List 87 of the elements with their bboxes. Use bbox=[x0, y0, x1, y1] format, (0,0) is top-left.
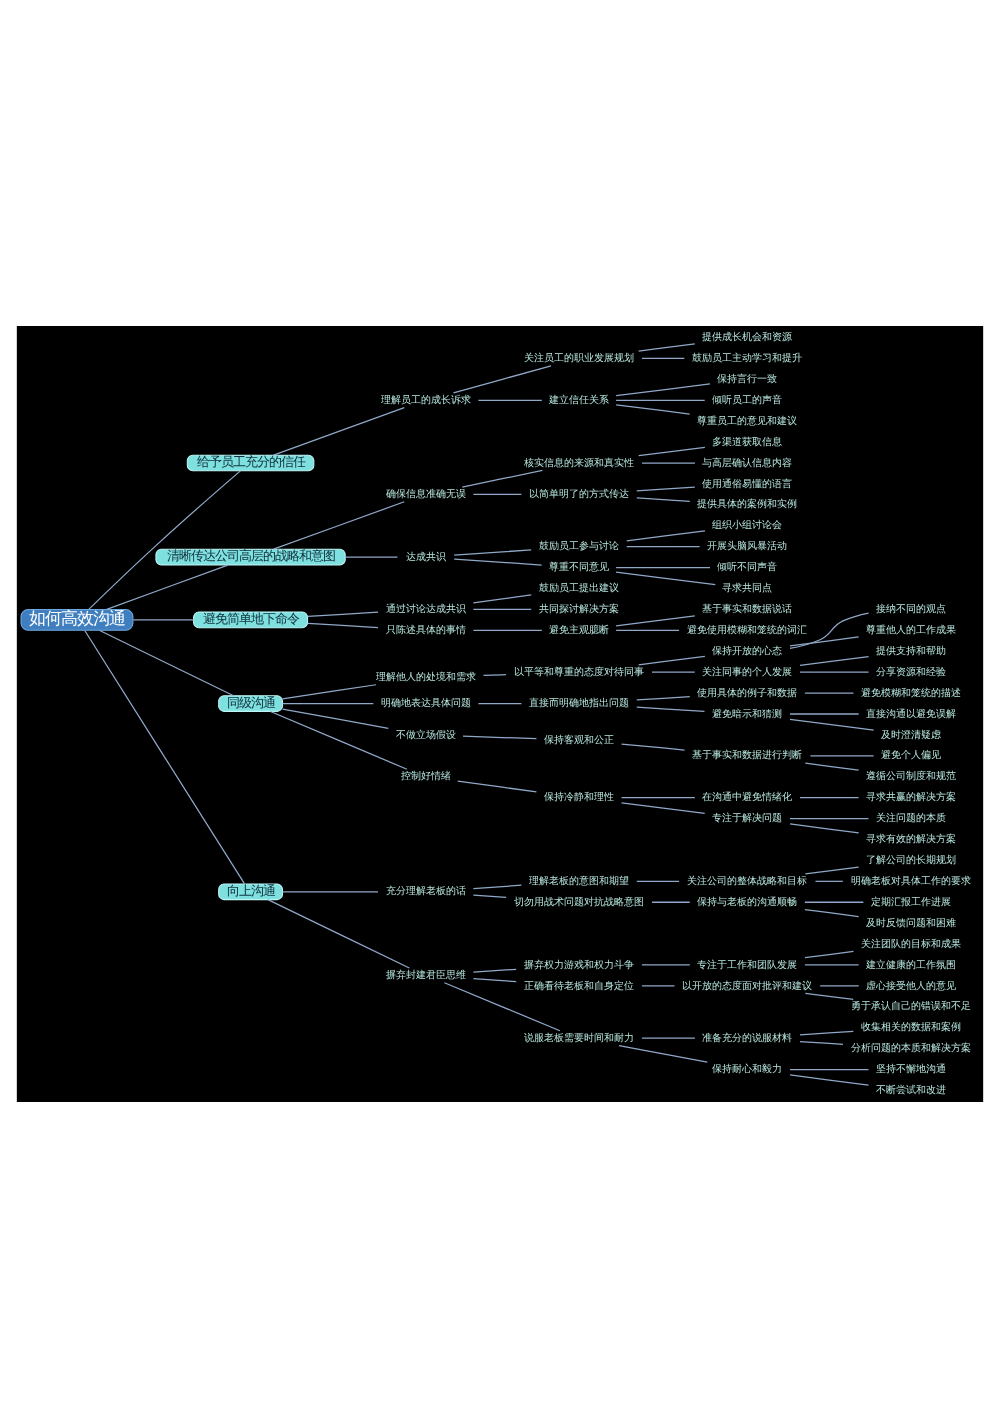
connector bbox=[626, 530, 706, 542]
connector bbox=[620, 802, 706, 814]
connector bbox=[477, 702, 522, 705]
connector bbox=[482, 674, 507, 677]
connector bbox=[106, 564, 229, 610]
connector bbox=[615, 615, 696, 627]
connector bbox=[636, 486, 696, 492]
connector bbox=[472, 978, 517, 983]
connector bbox=[461, 469, 544, 488]
connector bbox=[638, 446, 706, 457]
connector bbox=[819, 985, 860, 987]
connector bbox=[472, 968, 517, 973]
connector bbox=[626, 546, 701, 548]
connector bbox=[307, 611, 379, 618]
connector bbox=[615, 566, 711, 569]
connector bbox=[799, 671, 870, 673]
connector bbox=[477, 399, 543, 401]
connector bbox=[804, 762, 860, 771]
connector bbox=[636, 706, 706, 712]
connector bbox=[789, 1074, 870, 1086]
connector bbox=[615, 404, 691, 415]
connector bbox=[789, 713, 860, 715]
connector bbox=[472, 894, 507, 898]
connector bbox=[799, 797, 860, 799]
connector bbox=[804, 692, 855, 694]
connector bbox=[443, 982, 561, 1032]
connector bbox=[618, 1044, 708, 1063]
connector bbox=[636, 696, 691, 701]
connector bbox=[799, 1030, 854, 1036]
connector bbox=[272, 407, 405, 456]
connector bbox=[799, 1040, 844, 1045]
connector bbox=[641, 462, 696, 464]
connector bbox=[804, 950, 855, 959]
connector bbox=[620, 743, 686, 751]
connector bbox=[789, 1068, 870, 1071]
connector bbox=[789, 636, 860, 647]
connector bbox=[814, 880, 844, 882]
connector bbox=[789, 612, 870, 649]
connector bbox=[804, 866, 860, 875]
connector bbox=[789, 817, 870, 820]
connector bbox=[88, 470, 241, 610]
connector bbox=[615, 383, 711, 397]
connector bbox=[267, 899, 410, 969]
connector bbox=[809, 755, 875, 757]
connector bbox=[651, 901, 691, 903]
connector bbox=[472, 493, 522, 495]
connector bbox=[641, 357, 685, 360]
connector bbox=[636, 880, 680, 882]
connector bbox=[641, 964, 691, 966]
connector bbox=[804, 964, 860, 966]
connector bbox=[307, 622, 379, 629]
connector bbox=[638, 343, 696, 352]
connector bbox=[804, 901, 864, 903]
connector bbox=[281, 684, 377, 700]
connector bbox=[472, 608, 532, 611]
connector bbox=[272, 501, 405, 550]
connector bbox=[452, 365, 552, 394]
connector bbox=[615, 629, 680, 631]
connector bbox=[615, 399, 706, 401]
connector bbox=[641, 985, 676, 987]
connector bbox=[615, 571, 716, 586]
connector bbox=[344, 556, 399, 558]
connector bbox=[281, 708, 389, 729]
connector bbox=[638, 655, 706, 666]
connector bbox=[99, 629, 234, 697]
connector bbox=[472, 884, 522, 890]
connector bbox=[636, 497, 691, 502]
node-box: 如何高效沟通 bbox=[20, 608, 134, 631]
connector bbox=[651, 671, 696, 673]
connector bbox=[641, 1037, 696, 1039]
connector bbox=[453, 558, 543, 566]
connector bbox=[269, 710, 408, 770]
connector bbox=[804, 992, 854, 1001]
connector bbox=[84, 629, 246, 885]
connector bbox=[453, 549, 532, 556]
connector bbox=[789, 823, 860, 834]
connector bbox=[457, 780, 538, 793]
connector bbox=[132, 619, 195, 621]
connector bbox=[281, 891, 379, 893]
connector bbox=[472, 594, 532, 604]
connector bbox=[281, 702, 374, 705]
connector bbox=[462, 735, 538, 740]
connector bbox=[620, 797, 696, 799]
connector bbox=[804, 908, 860, 918]
connector bbox=[789, 718, 875, 731]
connector bbox=[799, 656, 870, 667]
connector bbox=[472, 629, 543, 631]
